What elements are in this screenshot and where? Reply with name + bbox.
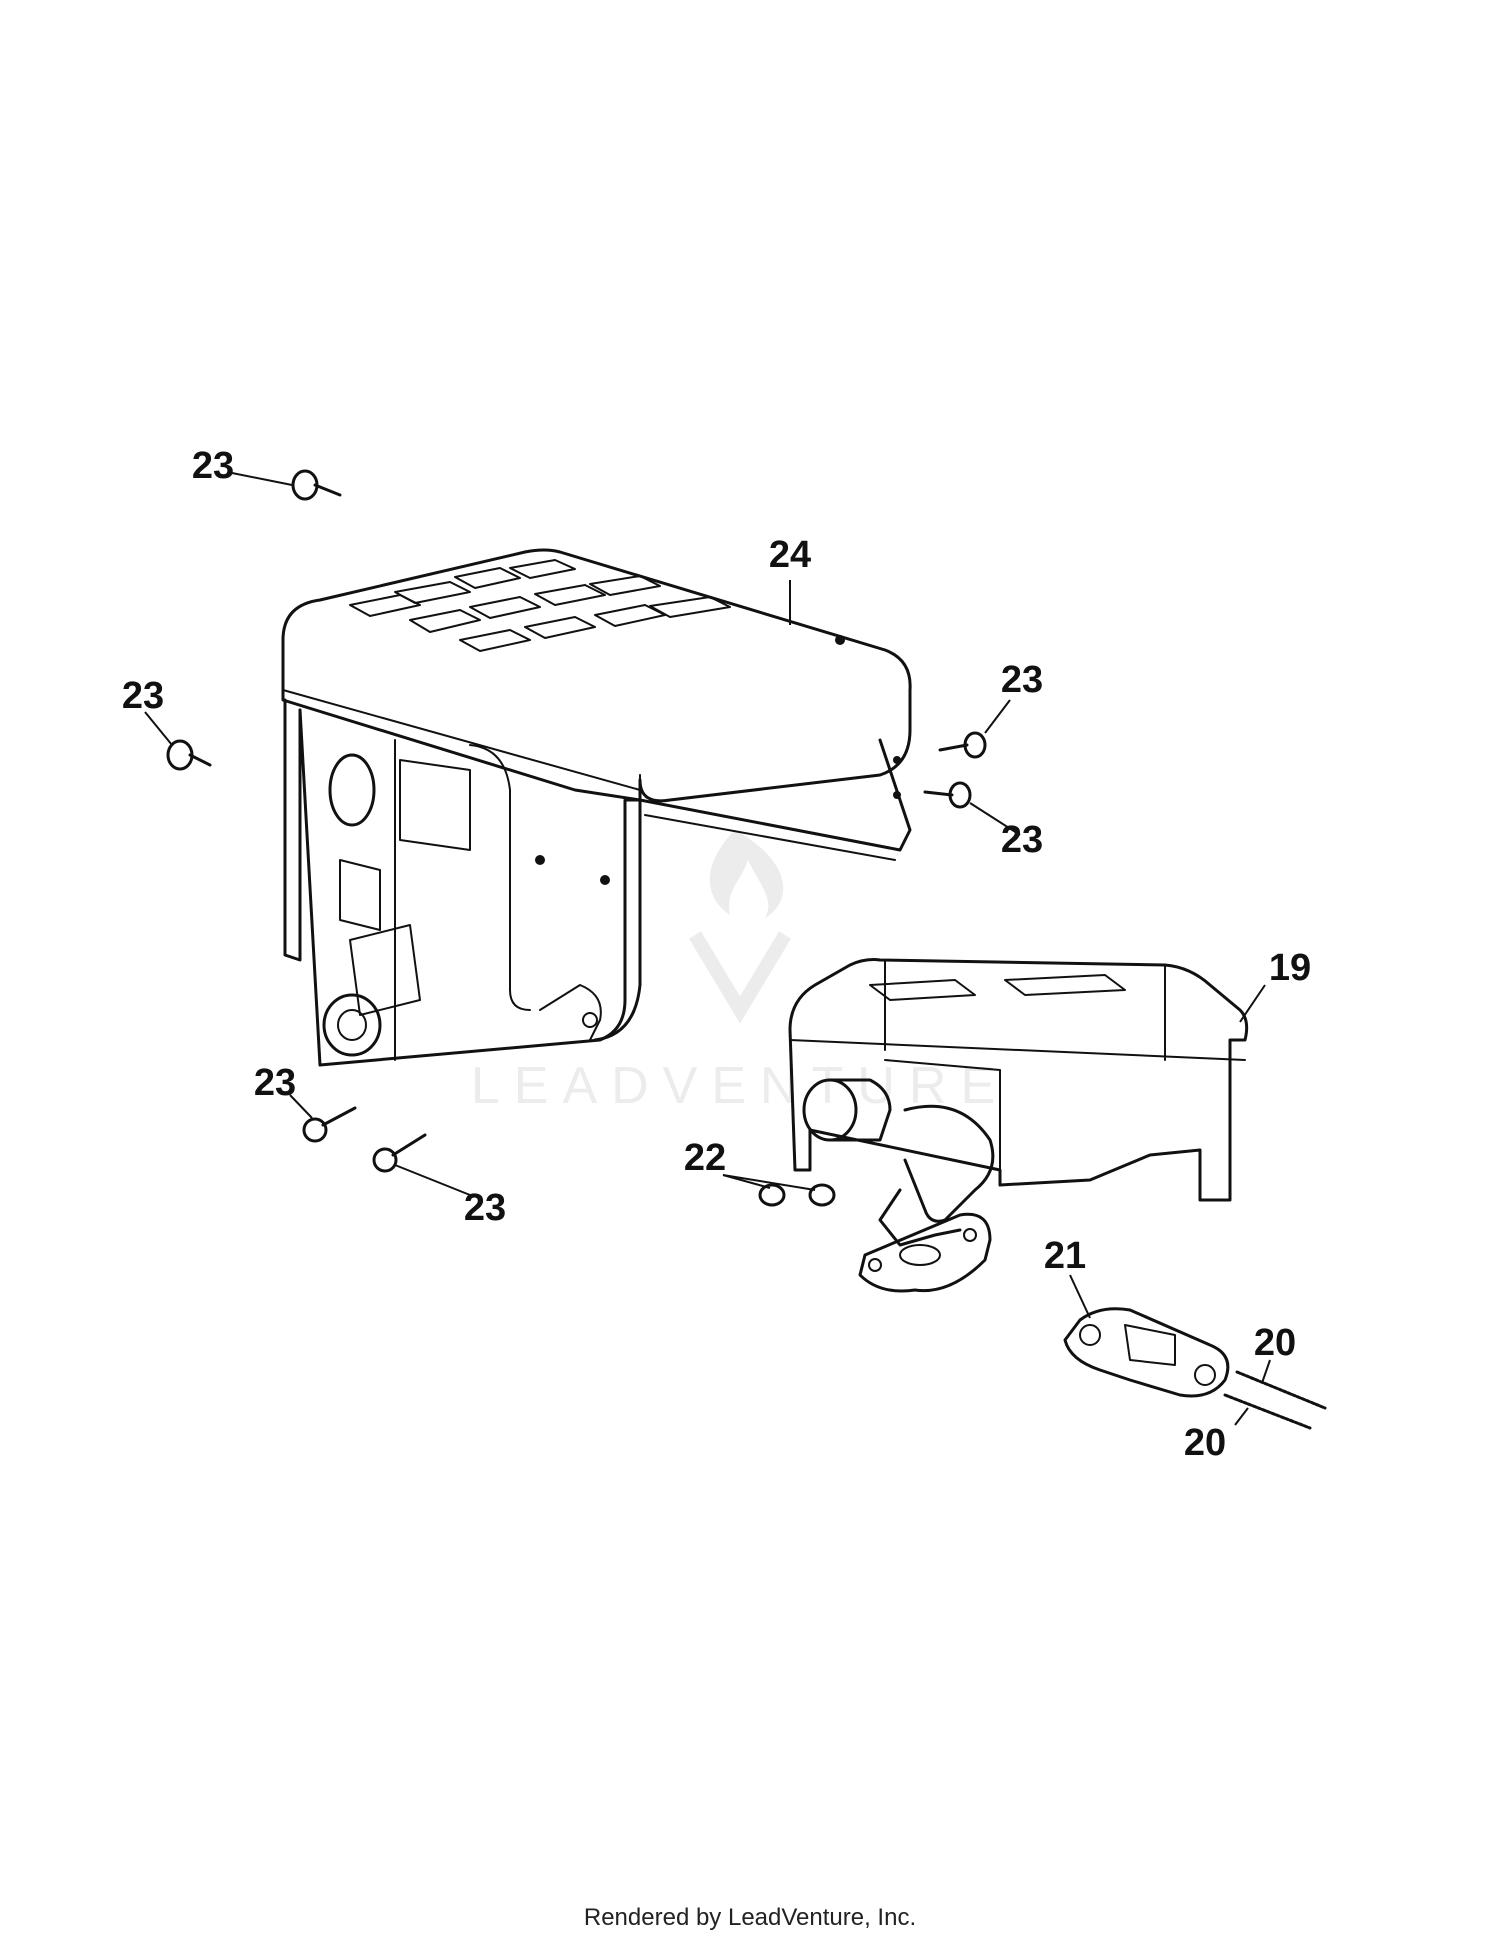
callout-23-right-upper: 23 xyxy=(1001,659,1043,701)
callout-19: 19 xyxy=(1269,947,1311,989)
callout-23-right-lower: 23 xyxy=(1001,819,1043,861)
gasket-part xyxy=(1063,1307,1230,1398)
callout-23-top-left: 23 xyxy=(192,445,234,487)
watermark-text: LEADVENTURE xyxy=(471,1057,1009,1115)
air-cleaner-part xyxy=(788,958,1249,1293)
callout-24: 24 xyxy=(769,534,811,576)
bolt-parts xyxy=(166,469,987,1173)
callout-21: 21 xyxy=(1044,1235,1086,1277)
callout-23-bottom-left: 23 xyxy=(254,1062,296,1104)
callout-23-bottom-center: 23 xyxy=(464,1187,506,1229)
stud-parts xyxy=(1223,1370,1327,1430)
callout-20-lower: 20 xyxy=(1184,1422,1226,1464)
nut-parts xyxy=(758,1183,836,1207)
callout-23-left: 23 xyxy=(122,675,164,717)
leader-lines xyxy=(144,472,1271,1426)
footer-credit: Rendered by LeadVenture, Inc. xyxy=(583,1904,917,1931)
callout-20-upper: 20 xyxy=(1254,1322,1296,1364)
callout-22: 22 xyxy=(684,1137,726,1179)
shroud-cover-part xyxy=(281,548,912,1067)
watermark: LEADVENTURE xyxy=(471,830,1009,1115)
